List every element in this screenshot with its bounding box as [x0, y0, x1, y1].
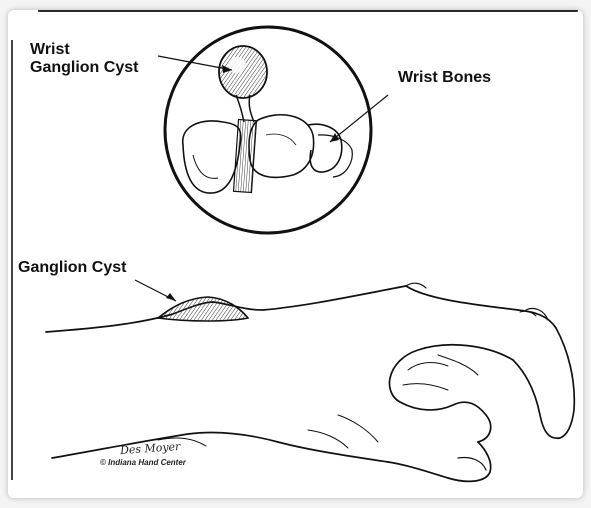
wrist-cyst-bump [158, 297, 248, 321]
copyright-credit: © Indiana Hand Center [100, 458, 186, 467]
wrist-ganglion-label-line1: Wrist [30, 42, 70, 59]
inset-circle [165, 27, 371, 233]
ganglion-illustration [8, 10, 583, 498]
illustration-card: Wrist Ganglion Cyst Wrist Bones Ganglion… [8, 10, 583, 498]
ganglion-cyst-label: Ganglion Cyst [18, 260, 126, 277]
wrist-bones-drawing [183, 115, 353, 193]
wrist-bones-label: Wrist Bones [398, 70, 491, 87]
wrist-ganglion-label-line2: Ganglion Cyst [30, 60, 138, 77]
